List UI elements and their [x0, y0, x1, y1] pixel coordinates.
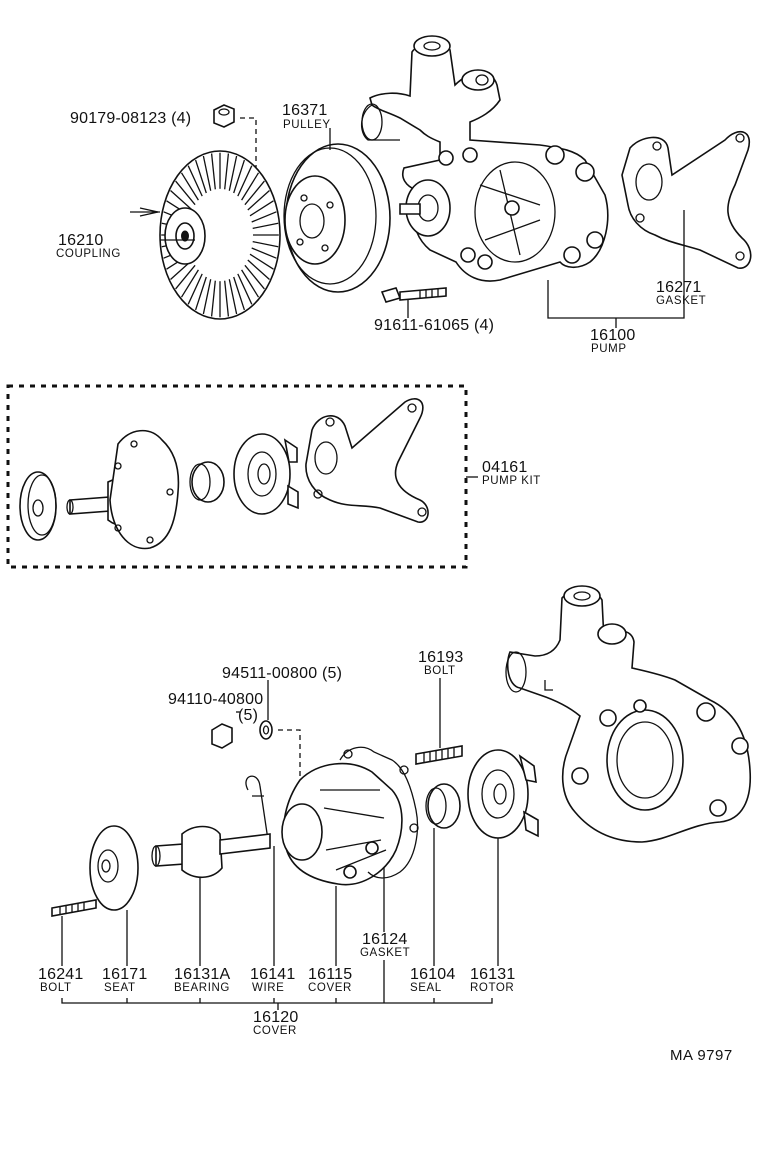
stud-16193-drawing — [415, 745, 463, 765]
washer-94511-drawing — [259, 720, 273, 740]
coupling-fin — [180, 172, 199, 201]
nut-90179-drawing — [213, 104, 235, 128]
gasket-16271-drawing — [621, 130, 752, 269]
coupling-fin — [233, 159, 246, 194]
coupling-fin — [241, 172, 260, 201]
part-number-16131a: 16131A — [174, 966, 231, 983]
coupling-fin — [187, 273, 203, 305]
part-number-16210: 16210 — [58, 232, 104, 249]
pulley-drawing — [283, 143, 391, 293]
part-number-16193: 16193 — [418, 649, 464, 666]
coupling-fin — [202, 155, 212, 191]
coupling-fin — [170, 190, 193, 211]
coupling-fin — [247, 259, 270, 280]
rotor-16131-drawing — [467, 749, 539, 839]
diagram-reference-code: MA 9797 — [670, 1047, 733, 1064]
seat-16171-drawing — [89, 825, 139, 911]
pump-body-drawing — [505, 585, 752, 843]
part-name-rotor: ROTOR — [470, 982, 515, 994]
part-number-16241: 16241 — [38, 966, 84, 983]
seal-16104-drawing — [425, 783, 461, 829]
part-name-bearing: BEARING — [174, 982, 230, 994]
coupling-fin — [210, 153, 216, 190]
part-number-16115: 16115 — [308, 966, 353, 983]
part-number-16124: 16124 — [362, 931, 408, 948]
coupling-fin — [210, 280, 216, 317]
cover-16115-drawing — [281, 762, 403, 886]
coupling-fin — [180, 269, 199, 298]
coupling-fin — [175, 180, 196, 206]
part-number-94110: 94110-40800 — [168, 691, 264, 708]
part-name-seat: SEAT — [104, 982, 136, 994]
part-label-90179: 90179-08123 (4) — [70, 110, 192, 127]
part-name-bolt-16193: BOLT — [424, 665, 456, 677]
coupling-fin — [194, 276, 207, 311]
pump-kit-drawing — [19, 398, 429, 550]
part-number-16271: 16271 — [656, 279, 702, 296]
part-label-91611: 91611-61065 (4) — [374, 317, 495, 334]
part-number-16171: 16171 — [102, 966, 148, 983]
part-name-wire: WIRE — [252, 982, 285, 994]
part-number-16131: 16131 — [470, 966, 516, 983]
coupling-fin — [237, 273, 253, 305]
coupling-fin — [247, 190, 270, 211]
part-label-94511: 94511-00800 (5) — [222, 665, 343, 682]
part-name-gasket-16124: GASKET — [360, 947, 411, 959]
coupling-fin — [228, 279, 238, 315]
nut-94110-drawing — [211, 723, 233, 749]
coupling-fin — [187, 165, 203, 197]
part-name-seal: SEAL — [410, 982, 442, 994]
bearing-16131a-drawing — [151, 825, 271, 879]
coupling-fin — [252, 240, 279, 248]
part-name-gasket-16271: GASKET — [656, 295, 707, 307]
coupling-fin — [202, 279, 212, 315]
coupling-fin — [249, 253, 274, 270]
coupling-fin — [194, 159, 207, 194]
coupling-fin — [251, 211, 277, 223]
part-name-coupling: COUPLING — [56, 248, 121, 260]
part-name-pump: PUMP — [591, 343, 627, 355]
part-number-16100: 16100 — [590, 327, 636, 344]
coupling-fin — [224, 280, 230, 317]
part-number-16120: 16120 — [253, 1009, 299, 1026]
coupling-fin — [237, 165, 253, 197]
coupling-fin — [244, 264, 265, 290]
water-pump-drawing — [361, 35, 609, 282]
part-name-pump-kit: PUMP KIT — [482, 475, 541, 487]
part-number-04161: 04161 — [482, 459, 528, 476]
part-name-bolt-16241: BOLT — [40, 982, 72, 994]
coupling-fin — [241, 269, 260, 298]
part-number-16141: 16141 — [250, 966, 296, 983]
gasket-16124-drawing — [339, 746, 419, 879]
part-qty-94110: (5) — [238, 707, 259, 724]
part-number-16104: 16104 — [410, 966, 456, 983]
coupling-fin — [233, 276, 246, 311]
coupling-fin — [252, 222, 279, 230]
wire-16141-drawing — [245, 775, 269, 841]
bolt-91611-drawing — [380, 287, 447, 303]
coupling-fin — [175, 264, 196, 290]
part-name-cover-16115: COVER — [308, 982, 352, 994]
coupling-fin — [249, 200, 274, 217]
bolt-16241-drawing — [51, 899, 97, 917]
part-name-cover-16120: COVER — [253, 1025, 297, 1037]
part-number-16371: 16371 — [282, 102, 328, 119]
part-name-pulley: PULLEY — [283, 119, 331, 131]
coupling-fin — [244, 180, 265, 206]
fan-coupling-drawing — [130, 150, 281, 320]
coupling-fin — [228, 155, 238, 191]
coupling-fin — [224, 153, 230, 190]
coupling-fin — [251, 247, 277, 259]
